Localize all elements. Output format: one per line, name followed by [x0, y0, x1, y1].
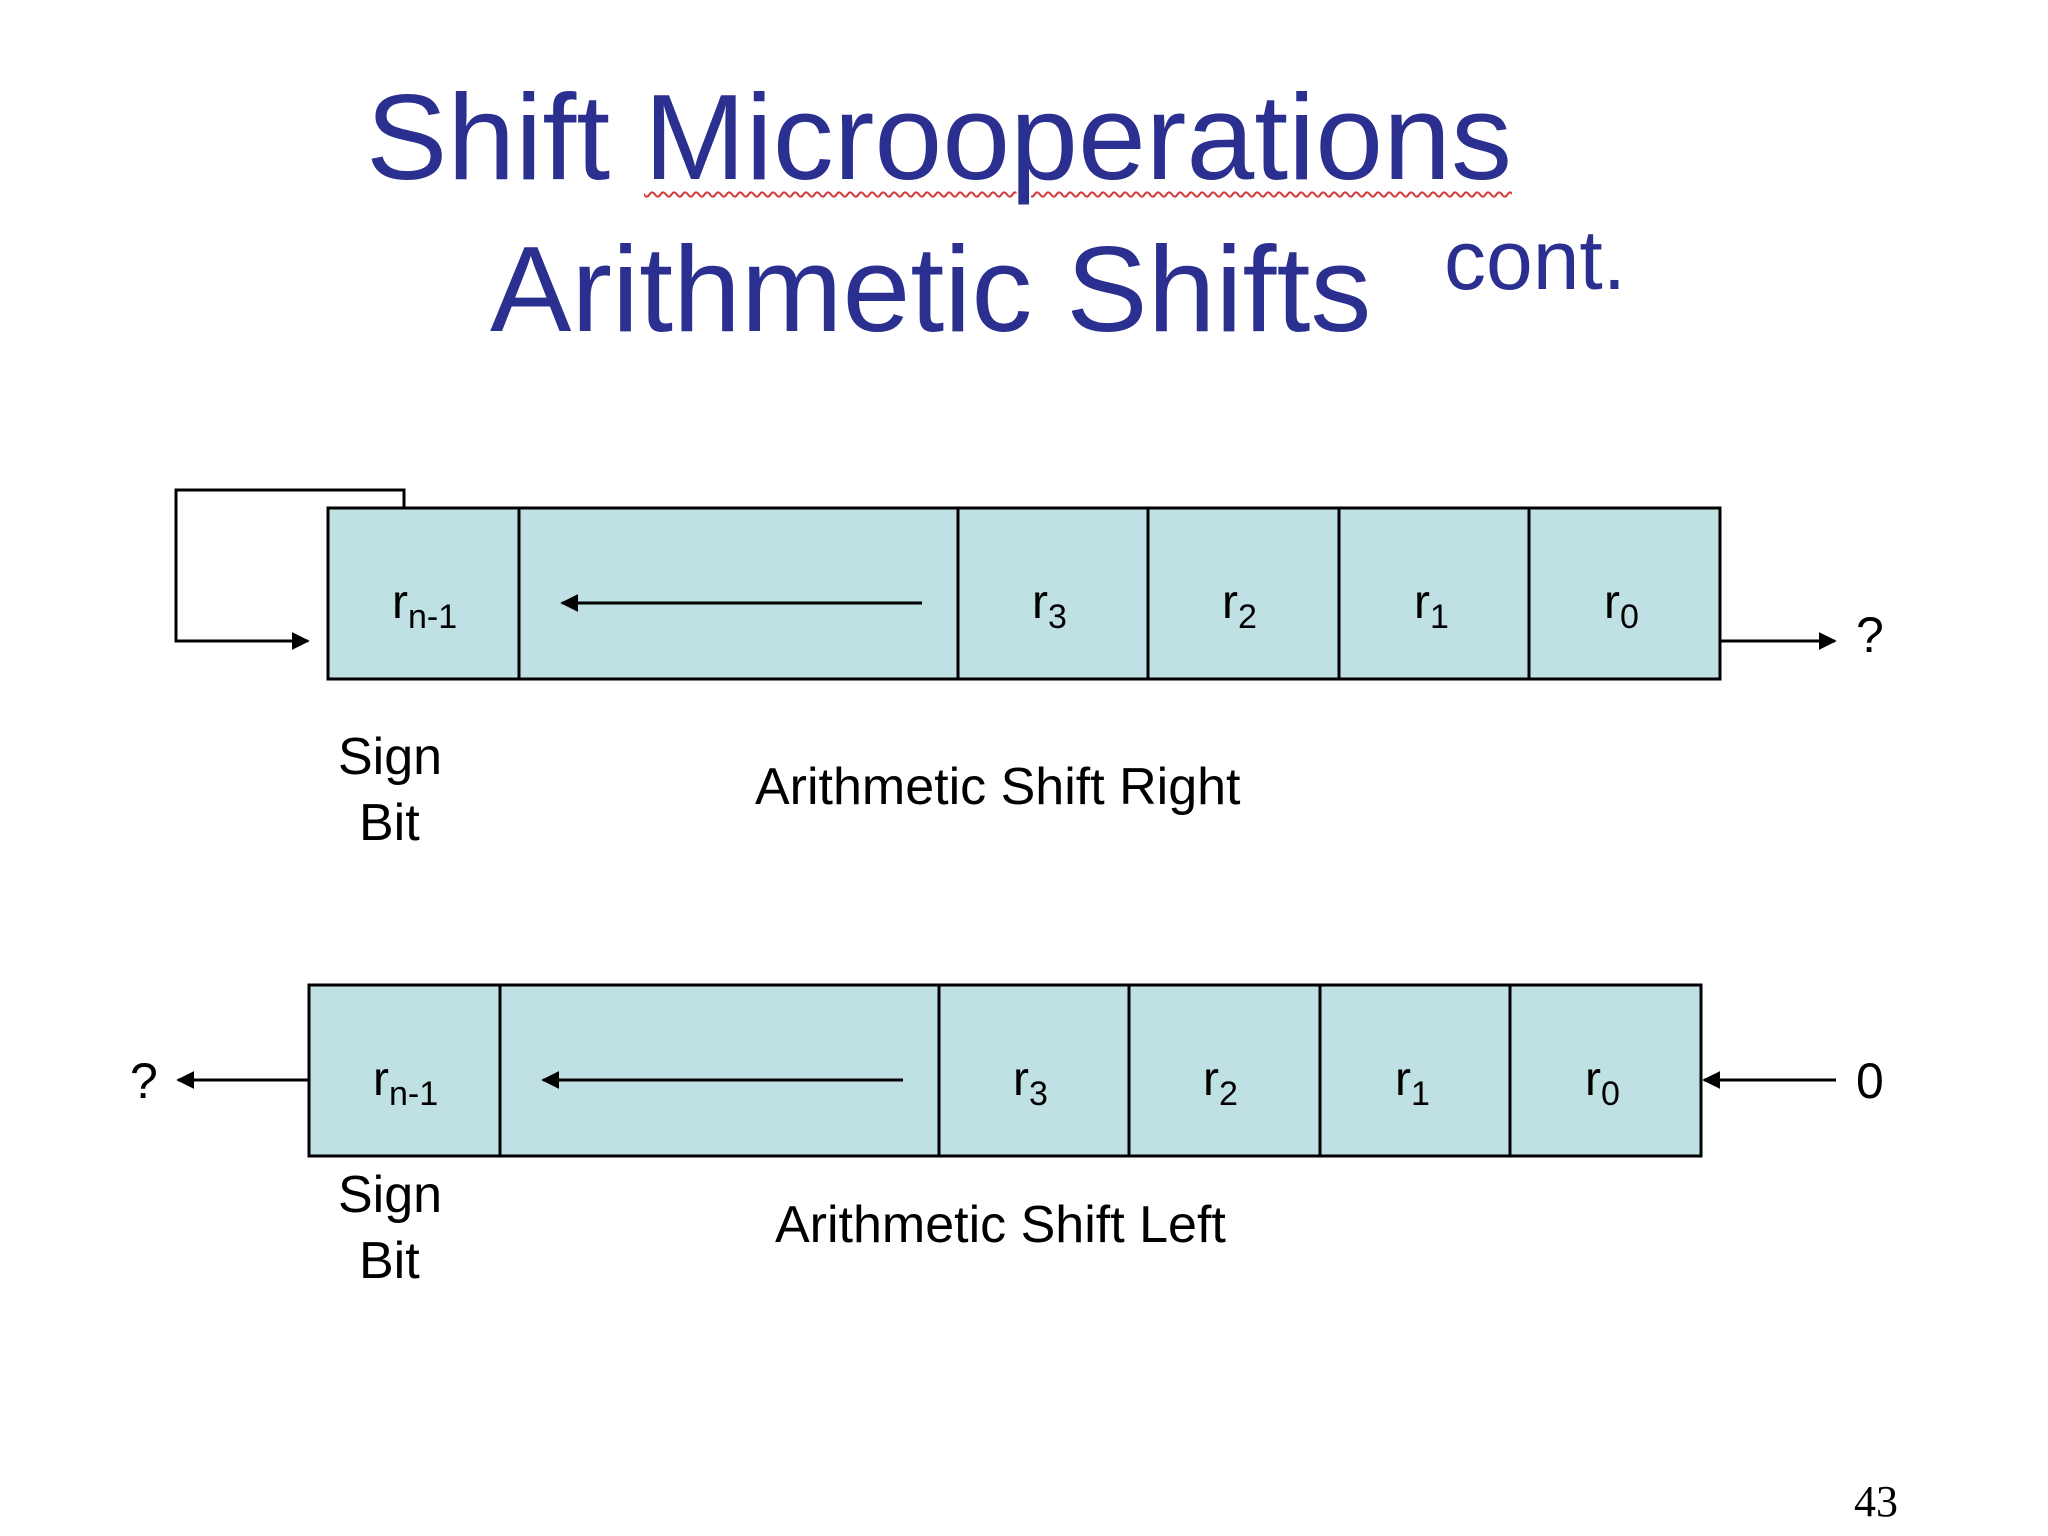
slide-title-cont: cont. [1444, 213, 1627, 307]
cell-label-rn-1: rn-1 [392, 576, 457, 636]
cell-label-r2: r2 [1203, 1053, 1238, 1113]
register-cell-r3 [937, 983, 1131, 1158]
slide-title-line1: Shift Microoperations [366, 76, 1512, 198]
register-cell-r0 [1508, 983, 1703, 1158]
cell-label-r0: r0 [1585, 1053, 1620, 1113]
title-word-microoperations: Microoperations [644, 69, 1512, 205]
output-symbol: ? [130, 1053, 158, 1109]
register-cell-r1 [1337, 506, 1531, 681]
register-cell-sign [307, 983, 502, 1158]
cell-label-r3: r3 [1013, 1053, 1048, 1113]
diagram-caption: Arithmetic Shift Left [775, 1196, 1226, 1254]
slide-title-line2: Arithmetic Shifts [490, 221, 1372, 357]
diagram-caption: Arithmetic Shift Right [755, 758, 1241, 816]
output-symbol: ? [1856, 607, 1884, 663]
cell-label-rn-1: rn-1 [373, 1053, 438, 1113]
register-cell-r0 [1527, 506, 1722, 681]
register-cell-middle [517, 506, 960, 681]
cell-label-r0: r0 [1604, 576, 1639, 636]
sign-bit-label-line1: Sign [338, 1166, 442, 1224]
sign-feedback-wire [174, 488, 406, 650]
shift-left-diagram: rn-1 r3 r2 r1 r0 ? 0 Sign Bit Arithmetic… [130, 983, 1884, 1290]
title-word-shift: Shift [366, 69, 611, 205]
sign-bit-label-line2: Bit [359, 794, 420, 852]
cell-label-r1: r1 [1414, 576, 1449, 636]
register-cell-middle [498, 983, 941, 1158]
slide-number: 43 [1854, 1477, 1898, 1526]
register-cell-sign [326, 506, 521, 681]
cell-label-r2: r2 [1222, 576, 1257, 636]
register-cell-r3 [956, 506, 1150, 681]
shift-right-diagram: rn-1 r3 r2 r1 r0 ? Sign Bit Arithmetic S… [174, 488, 1884, 852]
input-symbol: 0 [1856, 1053, 1884, 1109]
sign-bit-label-line2: Bit [359, 1232, 420, 1290]
sign-bit-label-line1: Sign [338, 728, 442, 786]
register-cell-r2 [1127, 983, 1322, 1158]
cell-label-r1: r1 [1395, 1053, 1430, 1113]
register-cell-r2 [1146, 506, 1341, 681]
register-cell-r1 [1318, 983, 1512, 1158]
cell-label-r3: r3 [1032, 576, 1067, 636]
